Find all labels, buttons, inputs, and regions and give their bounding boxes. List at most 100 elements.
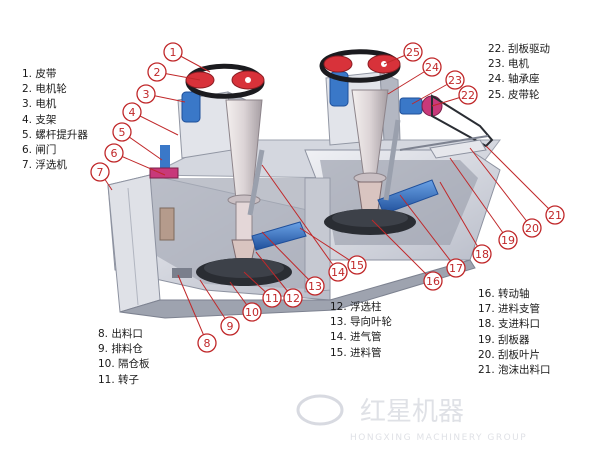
callout-number: 15 <box>350 259 364 272</box>
legend-item: 23. 电机 <box>488 58 530 71</box>
callout-circle <box>423 271 443 291</box>
callout-leader <box>261 164 339 273</box>
right-rotor-top <box>332 209 408 227</box>
callout-number: 3 <box>143 88 150 101</box>
left-pulley-hub <box>245 77 251 83</box>
legend-item: 1. 皮带 <box>22 68 57 80</box>
left-screw-base <box>149 167 179 179</box>
callout-circle <box>163 42 183 62</box>
callout-leader <box>485 145 556 216</box>
legend-item: 7. 浮选机 <box>22 159 67 172</box>
watermark-cn: 红星机器 <box>360 397 464 427</box>
left-air-pipe <box>247 149 265 216</box>
callout-number: 2 <box>154 66 161 79</box>
callout-circle <box>445 70 465 90</box>
right-guide-impeller <box>357 181 383 211</box>
callout-number: 8 <box>204 337 211 350</box>
callout-circle <box>220 316 240 336</box>
legend-item: 20. 刮板叶片 <box>478 348 541 361</box>
callout-circle <box>136 84 156 104</box>
callout-circle <box>422 57 442 77</box>
callout-circle <box>472 244 492 264</box>
scraper-bar <box>399 135 489 151</box>
legend-item: 12. 浮选柱 <box>330 301 382 313</box>
scraper-drive-belt <box>431 94 494 148</box>
callout-number: 17 <box>449 262 463 275</box>
discharge-outlet <box>172 268 192 278</box>
callout-number: 9 <box>227 320 234 333</box>
legend-item: 2. 电机轮 <box>22 83 67 96</box>
callout-circle <box>522 218 542 238</box>
callout-number: 20 <box>525 222 539 235</box>
legend-item: 11. 转子 <box>98 373 140 386</box>
callout-number: 11 <box>265 292 279 305</box>
callout-leader <box>371 219 434 282</box>
callout-circle <box>347 255 367 275</box>
callout-circle <box>403 42 423 62</box>
callout-circle <box>545 205 565 225</box>
left-motor <box>181 91 201 123</box>
callout-circle <box>147 62 167 82</box>
legend-item: 22. 刮板驱动 <box>488 43 551 55</box>
legend-left-bottom: 8. 出料口 9. 排料仓 10. 隔仓板 11. 转子 <box>98 327 150 388</box>
callout-number: 22 <box>461 89 475 102</box>
right-air-pipe <box>383 119 401 201</box>
legend-item: 6. 闸门 <box>22 143 57 156</box>
callout-number: 12 <box>286 292 300 305</box>
callout-leader <box>469 147 533 229</box>
callout-number: 14 <box>331 266 345 279</box>
watermark: 红星机器 HONGXING MACHINERY GROUP <box>296 394 527 443</box>
legend-item: 3. 电机 <box>22 98 57 111</box>
callout-leader <box>439 181 483 255</box>
callout-circle <box>197 333 217 353</box>
callout-circle <box>104 143 124 163</box>
callout-number: 16 <box>426 275 440 288</box>
callout-circle <box>112 122 132 142</box>
legend-item: 21. 泡沫出料口 <box>478 363 551 376</box>
callout-number: 19 <box>501 234 515 247</box>
callout-circle <box>242 302 262 322</box>
legend-item: 25. 皮带轮 <box>488 88 540 101</box>
legend-item: 16. 转动轴 <box>478 288 530 300</box>
legend-item: 10. 隔仓板 <box>98 358 150 371</box>
callout-leader <box>177 274 208 344</box>
scraper-blades <box>429 139 487 159</box>
callout-leader <box>449 157 509 241</box>
callout-circle <box>262 288 282 308</box>
left-feed-pipe <box>251 221 307 251</box>
legend-item: 9. 排料仓 <box>98 343 143 356</box>
callout-number: 7 <box>97 166 104 179</box>
legend-item: 19. 刮板器 <box>478 333 530 346</box>
watermark-logo-ring <box>296 394 344 426</box>
callout-circle <box>498 230 518 250</box>
legend-item: 4. 支架 <box>22 113 57 126</box>
left-rotor-top <box>204 258 284 278</box>
watermark-en: HONGXING MACHINERY GROUP <box>350 433 527 443</box>
side-plate-rib <box>127 187 139 306</box>
gate <box>159 207 175 241</box>
legend-item: 13. 导向叶轮 <box>330 316 393 329</box>
callout-circle <box>446 258 466 278</box>
legend-item: 14. 进气管 <box>330 331 382 344</box>
legend-item: 15. 进料管 <box>330 346 382 359</box>
legend-item: 18. 支进料口 <box>478 318 541 331</box>
legend-item: 8. 出料口 <box>98 328 143 340</box>
callout-number: 6 <box>111 147 118 160</box>
callout-circle <box>90 162 110 182</box>
callout-leader <box>299 227 358 266</box>
callout-number: 18 <box>475 248 489 261</box>
legend-mid: 12. 浮选柱 13. 导向叶轮 14. 进气管 15. 进料管 <box>330 300 392 361</box>
callout-circle <box>122 102 142 122</box>
right-pulley-hub <box>381 61 387 67</box>
callout-number: 21 <box>548 209 562 222</box>
callout-circle <box>305 276 325 296</box>
callout-number: 4 <box>129 106 136 119</box>
right-motor-pulley <box>323 55 353 73</box>
legend-item: 5. 螺杆提升器 <box>22 128 88 141</box>
right-unit <box>319 49 494 235</box>
legend-left-top: 1. 皮带 2. 电机轮 3. 电机 4. 支架 5. 螺杆提升器 6. 闸门 7. 浮选机 <box>22 67 88 173</box>
callout-leader <box>255 251 294 299</box>
